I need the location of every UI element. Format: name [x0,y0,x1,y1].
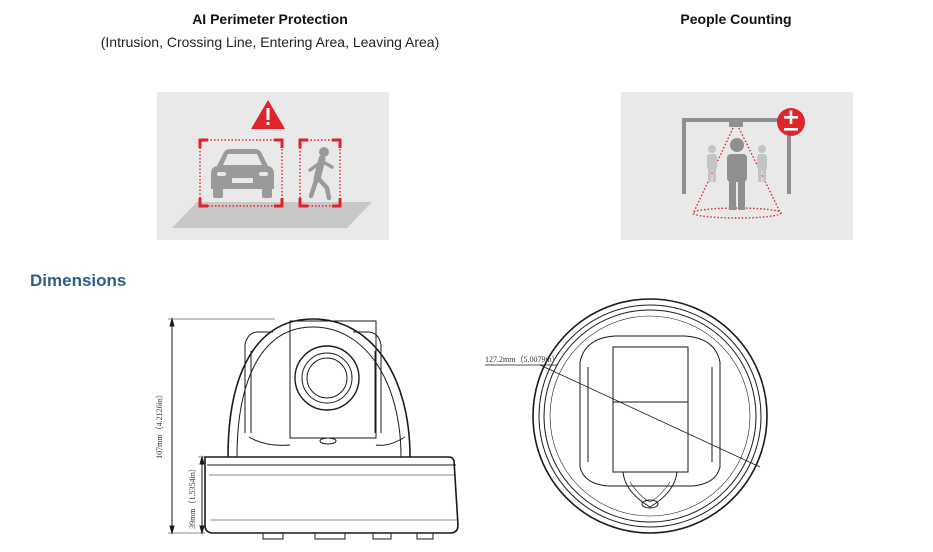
top-view-drawing: 127.2mm（5.0079in） [480,292,780,547]
warning-triangle-icon [251,100,285,129]
section-heading-dimensions: Dimensions [30,271,127,290]
feature-subtitle-perimeter: (Intrusion, Crossing Line, Entering Area… [100,34,440,50]
side-view-drawing: 107mm（4.2126in） 39mm（1.5354in） [155,315,475,547]
person-icon [727,138,747,210]
car-icon [211,149,274,198]
height-total-label: 107mm（4.2126in） [154,390,164,459]
height-base-label: 39mm（1.5354in） [187,464,197,529]
perimeter-illustration [157,92,389,240]
diameter-label: 127.2mm（5.0079in） [485,355,560,364]
person-icon [308,147,334,201]
feature-title-people-counting: People Counting [680,11,792,27]
camera-icon [729,121,743,127]
people-counting-illustration [621,92,853,240]
plus-minus-icon [777,108,805,136]
feature-title-perimeter: AI Perimeter Protection [192,11,348,27]
